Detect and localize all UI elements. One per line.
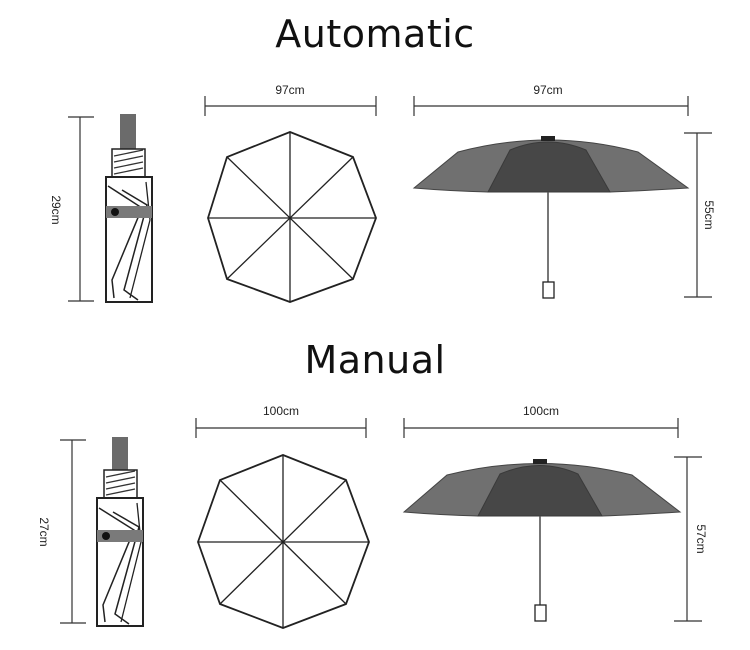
section-title-automatic: Automatic	[275, 12, 475, 56]
manual-span-width-label: 100cm	[523, 404, 559, 418]
snap-button	[102, 532, 110, 540]
manual-span-width-dimension	[403, 418, 679, 438]
automatic-folded-length-dimension	[68, 116, 94, 302]
automatic-open-height-dimension	[684, 132, 712, 298]
automatic-canopy-diameter-label: 97cm	[275, 83, 304, 97]
manual-folded-umbrella: 27cm	[37, 437, 144, 627]
canopy-tip	[533, 459, 547, 464]
automatic-span-width-dimension	[413, 96, 689, 116]
auto-open-button	[111, 208, 119, 216]
automatic-folded-umbrella: 29cm	[49, 114, 153, 303]
manual-open-side-view: 100cm 57cm	[402, 404, 708, 622]
handle-grip	[542, 281, 555, 299]
handle-grip	[534, 604, 547, 622]
automatic-open-height-label: 55cm	[702, 200, 716, 229]
wrist-strap	[112, 437, 128, 470]
canopy-tip	[541, 136, 555, 141]
manual-open-height-label: 57cm	[694, 524, 708, 553]
section-title-manual: Manual	[304, 338, 446, 382]
manual-canopy-diameter-label: 100cm	[263, 404, 299, 418]
canopy-center-panel	[487, 141, 611, 193]
automatic-canopy-top-view: 97cm	[204, 83, 377, 303]
automatic-open-side-view: 97cm 55cm	[412, 83, 716, 299]
manual-folded-length-dimension	[60, 439, 86, 624]
manual-folded-length-label: 27cm	[37, 517, 51, 546]
automatic-canopy-diameter-dimension	[204, 96, 377, 116]
wrist-strap	[120, 114, 136, 149]
manual-canopy-top-view: 100cm	[195, 404, 370, 629]
automatic-span-width-label: 97cm	[533, 83, 562, 97]
manual-open-height-dimension	[674, 456, 702, 622]
automatic-folded-length-label: 29cm	[49, 195, 63, 224]
canopy-center-panel	[477, 465, 603, 517]
manual-canopy-diameter-dimension	[195, 418, 367, 438]
